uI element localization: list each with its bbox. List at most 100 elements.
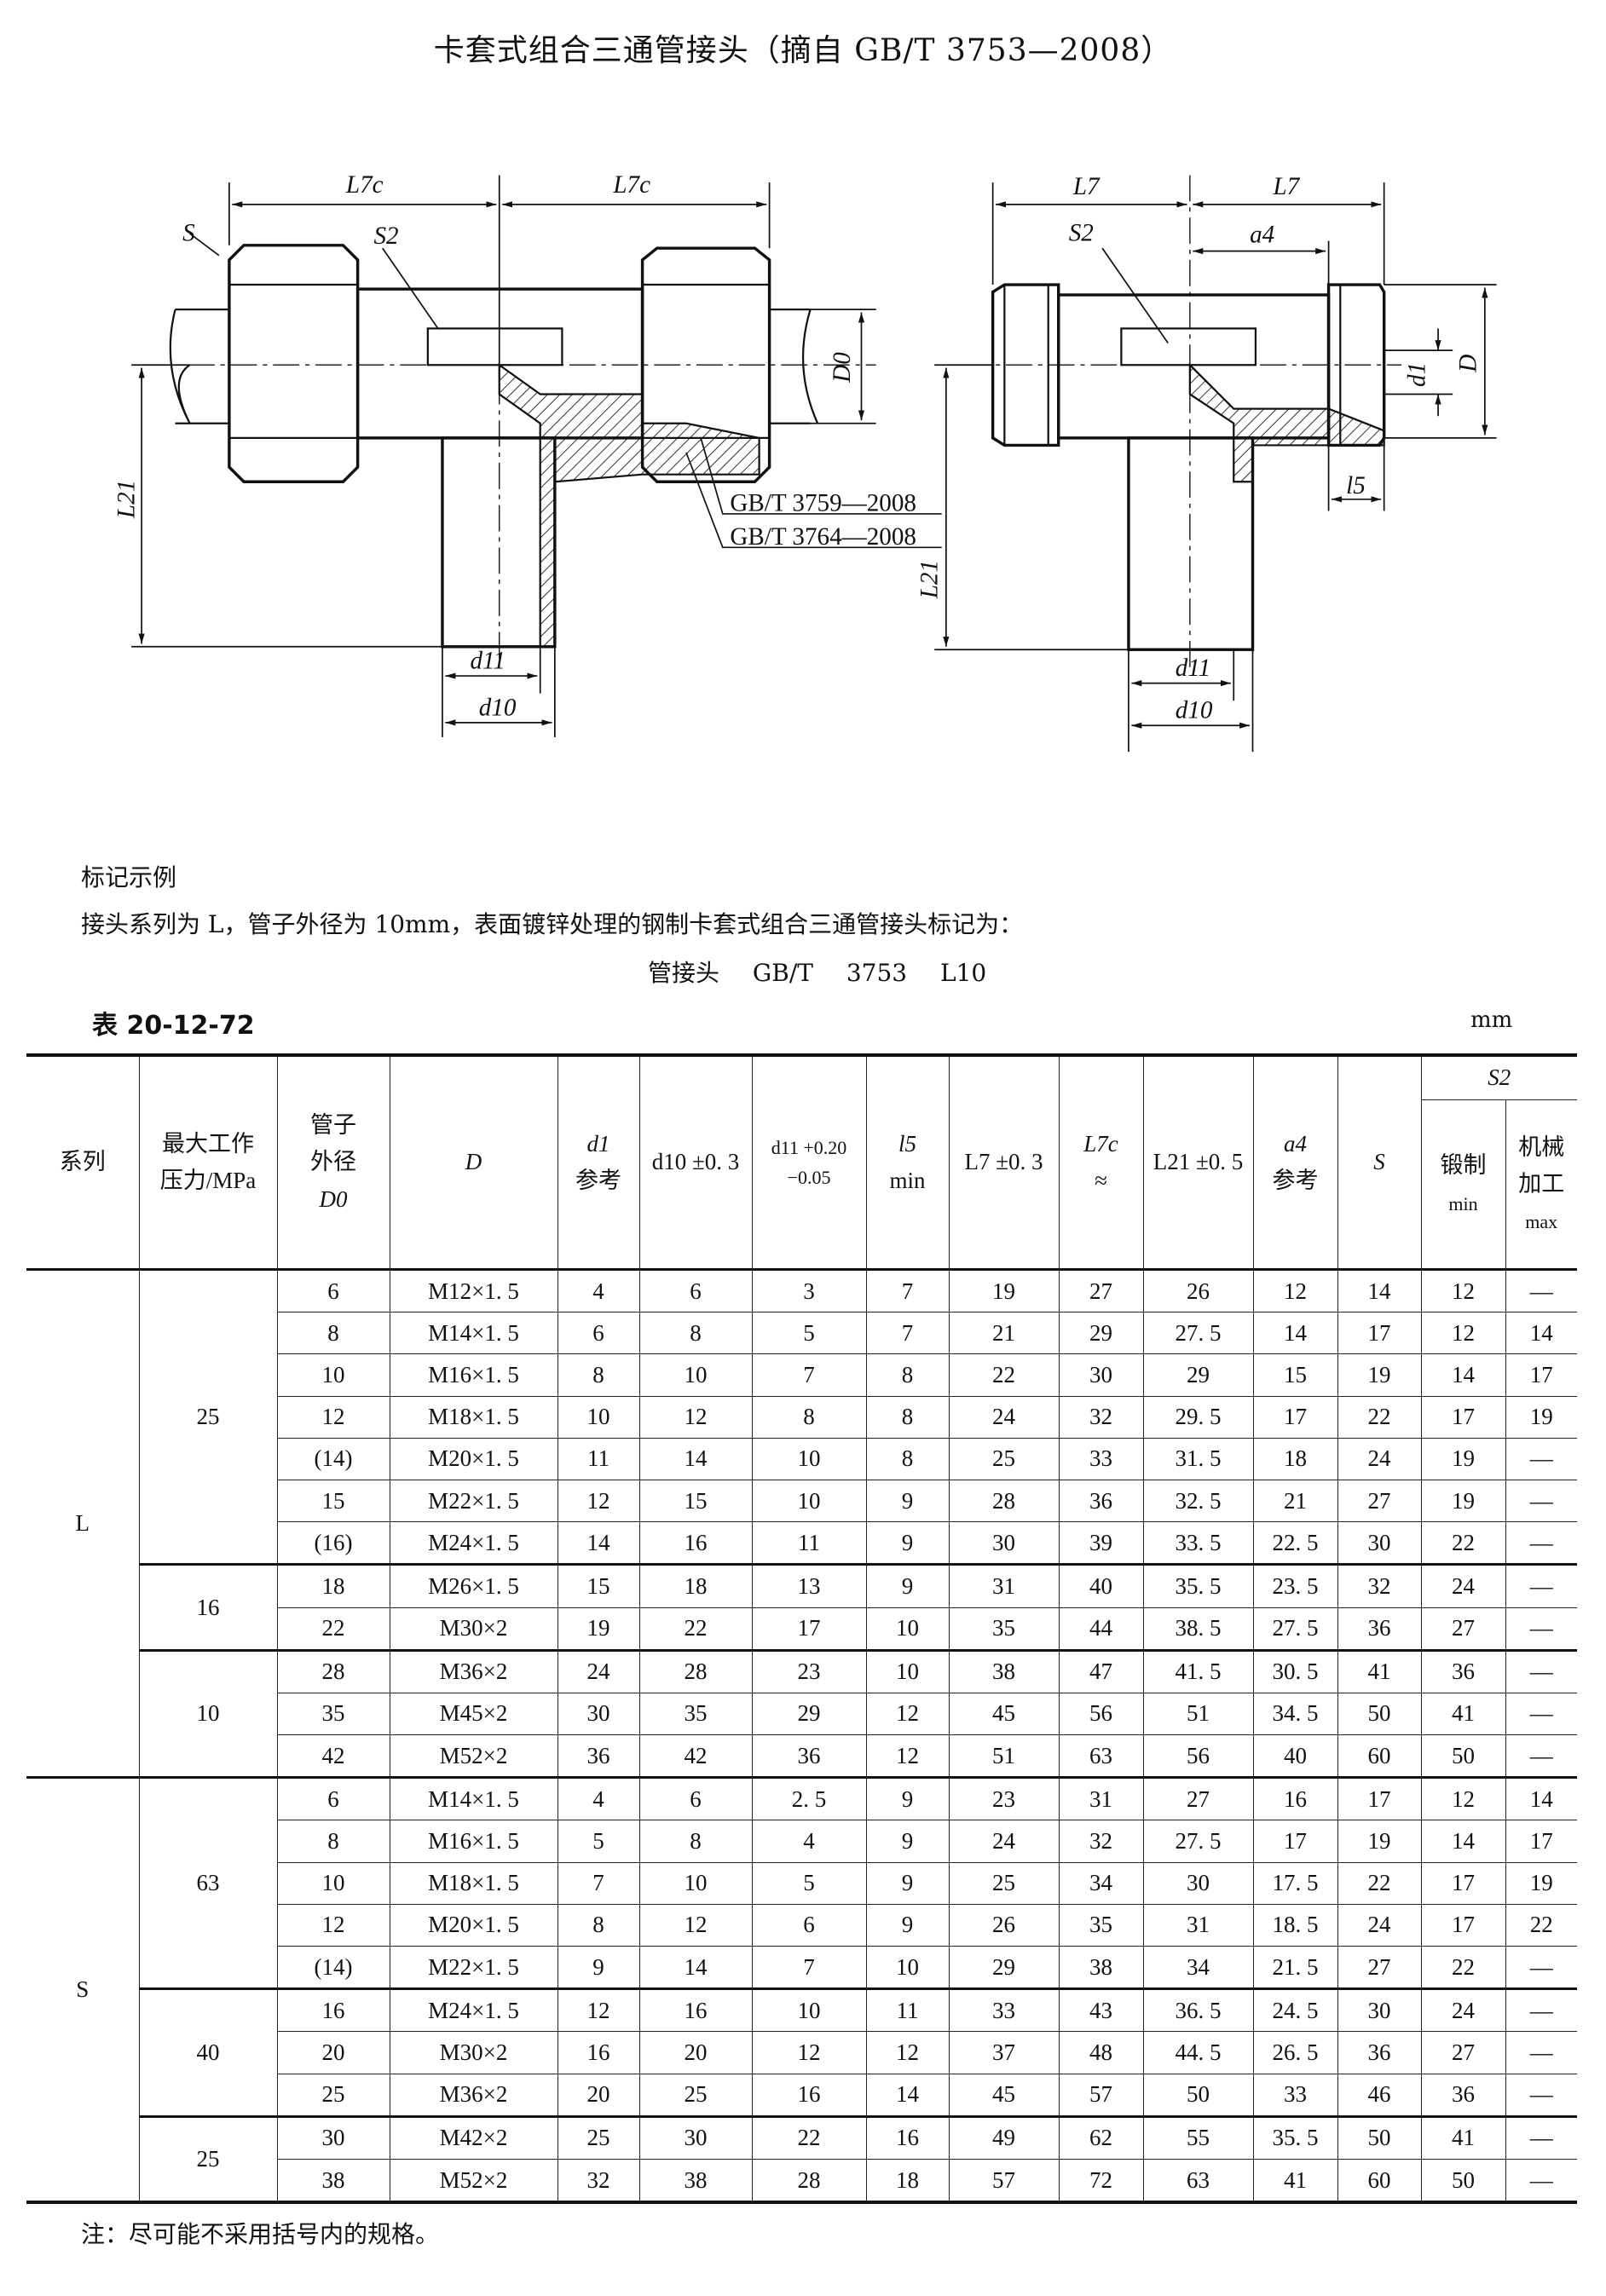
table-cell: 35 — [1058, 1903, 1144, 1947]
header-L7: L7 ±0. 3 — [948, 1053, 1060, 1270]
table-cell: M30×2 — [389, 2031, 558, 2074]
table-cell: 4 — [557, 1267, 640, 1313]
table-cell: 8 — [751, 1395, 867, 1439]
table-cell: M30×2 — [389, 1607, 558, 1651]
table-cell: 36 — [1337, 2031, 1422, 2074]
table-cell: (14) — [277, 1945, 390, 1990]
table-cell: 20 — [277, 2031, 390, 2074]
table-cell: 20 — [557, 2073, 640, 2117]
table-cell: 36 — [1337, 1607, 1422, 1651]
table-cell: 29 — [1058, 1312, 1144, 1355]
table-cell: 50 — [1142, 2073, 1254, 2117]
table-cell: M16×1. 5 — [389, 1353, 558, 1397]
table-cell: 8 — [638, 1820, 753, 1863]
table-cell: 51 — [948, 1734, 1060, 1779]
table-cell: M52×2 — [389, 1734, 558, 1779]
table-cell: 13 — [751, 1563, 867, 1608]
table-cell: 43 — [1058, 1987, 1144, 2033]
table-cell: M24×1. 5 — [389, 1987, 558, 2033]
table-cell: 16 — [865, 2114, 950, 2160]
table-cell: 15 — [557, 1563, 640, 1608]
table-cell: 45 — [948, 1692, 1060, 1736]
table-cell: 30 — [1337, 1521, 1422, 1566]
table-cell: 41 — [1420, 2114, 1506, 2160]
table-cell: 6 — [557, 1312, 640, 1355]
table-cell: 15 — [1252, 1353, 1338, 1397]
table-cell: 35 — [948, 1607, 1060, 1651]
table-cell: 23. 5 — [1252, 1563, 1338, 1608]
dim-label-d11-left: d11 — [470, 647, 505, 674]
table-cell: — — [1505, 2114, 1577, 2160]
table-cell: 9 — [865, 1820, 950, 1863]
table-cell: — — [1505, 1521, 1577, 1566]
table-cell: 14 — [1505, 1312, 1577, 1355]
table-cell: 38 — [277, 2158, 390, 2205]
standard-ref-3759: GB/T 3759—2008 — [730, 490, 916, 517]
table-cell: 45 — [948, 2073, 1060, 2117]
table-cell: M18×1. 5 — [389, 1861, 558, 1905]
table-cell: 7 — [557, 1861, 640, 1905]
table-cell: 36. 5 — [1142, 1987, 1254, 2033]
table-cell: 29 — [1142, 1353, 1254, 1397]
table-cell: 12 — [865, 2031, 950, 2074]
table-cell: 36 — [1420, 2073, 1506, 2117]
table-cell: 17 — [1420, 1861, 1506, 1905]
table-cell: 22 — [638, 1607, 753, 1651]
table-cell: 17. 5 — [1252, 1861, 1338, 1905]
table-cell: M36×2 — [389, 2073, 558, 2117]
table-cell: M26×1. 5 — [389, 1563, 558, 1608]
table-cell: 12 — [751, 2031, 867, 2074]
table-cell: M52×2 — [389, 2158, 558, 2205]
table-cell: M36×2 — [389, 1648, 558, 1693]
table-cell: M14×1. 5 — [389, 1776, 558, 1821]
table-cell: 6 — [638, 1776, 753, 1821]
table-cell: 17 — [1420, 1903, 1506, 1947]
table-cell: 24 — [1337, 1437, 1422, 1480]
table-cell: 28 — [638, 1648, 753, 1693]
table-cell: 17 — [751, 1607, 867, 1651]
table-cell: 30 — [638, 2114, 753, 2160]
table-cell: 50 — [1420, 1734, 1506, 1779]
table-cell: 25 — [638, 2073, 753, 2117]
table-cell: 41 — [1420, 1692, 1506, 1736]
table-cell: — — [1505, 1945, 1577, 1990]
label-S2: S2 — [373, 222, 398, 250]
table-cell: 62 — [1058, 2114, 1144, 2160]
table-cell: 6 — [751, 1903, 867, 1947]
table-cell: 6 — [276, 1267, 390, 1313]
pressure-cell: 10 — [139, 1648, 278, 1779]
table-cell: 35 — [638, 1692, 753, 1736]
table-cell: 28 — [276, 1648, 390, 1693]
table-cell: 21. 5 — [1252, 1945, 1338, 1990]
table-cell: — — [1505, 2073, 1577, 2117]
table-cell: 12 — [865, 1734, 950, 1779]
table-cell: 44. 5 — [1142, 2031, 1254, 2074]
dim-label-L7c-right: L7c — [612, 171, 650, 199]
table-cell: 16 — [557, 2031, 640, 2074]
table-cell: M20×1. 5 — [389, 1903, 558, 1947]
table-cell: 29 — [751, 1692, 867, 1736]
table-cell: 25 — [948, 1437, 1060, 1480]
header-L7c: L7c≈ — [1058, 1053, 1144, 1270]
marking-example-text: 接头系列为 L，管子外径为 10mm，表面镀锌处理的钢制卡套式组合三通管接头标记… — [81, 910, 1024, 938]
table-cell: M22×1. 5 — [389, 1479, 558, 1523]
table-cell: 4 — [557, 1776, 640, 1821]
table-cell: 17 — [1505, 1353, 1577, 1397]
pressure-cell: 25 — [138, 1267, 278, 1566]
table-cell: 35. 5 — [1252, 2114, 1338, 2160]
header-L21: L21 ±0. 5 — [1142, 1053, 1254, 1270]
table-cell: 12 — [638, 1903, 753, 1947]
table-cell: 24 — [1337, 1903, 1422, 1947]
table-cell: 33. 5 — [1142, 1521, 1254, 1566]
